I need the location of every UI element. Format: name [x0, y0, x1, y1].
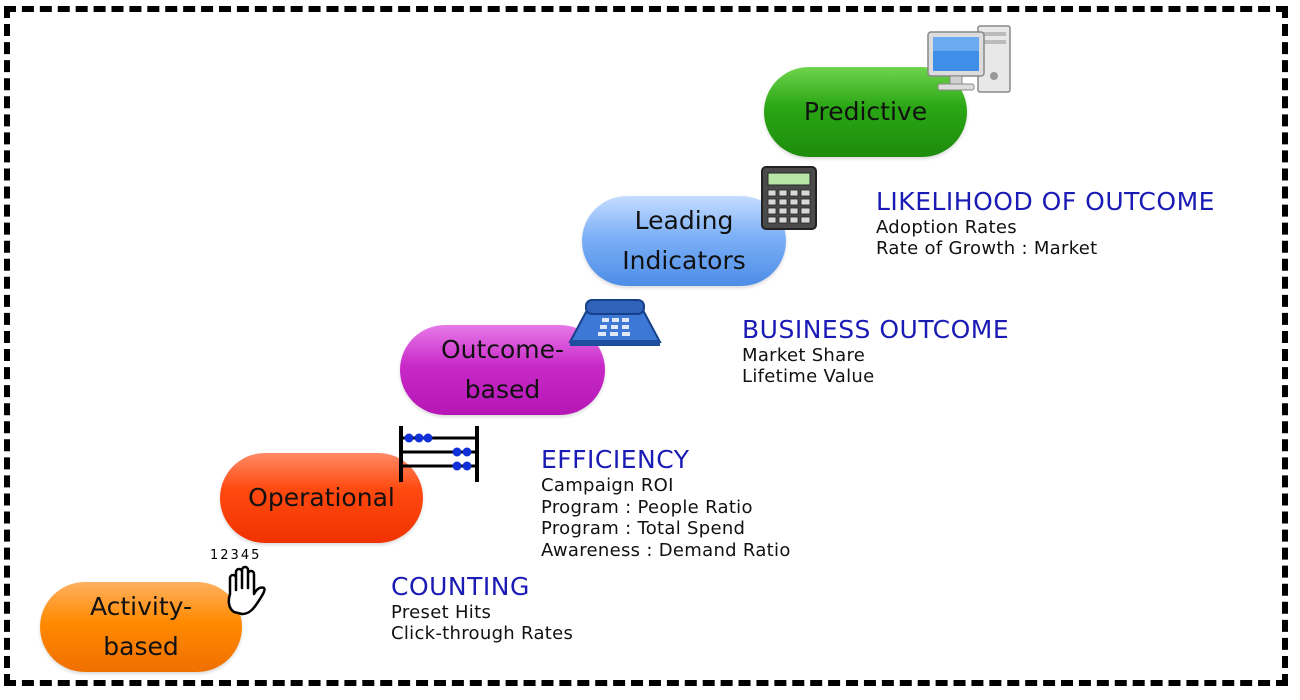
stage-label-line: based	[103, 632, 179, 661]
category-item: Adoption Rates	[876, 217, 1017, 238]
category-title: LIKELIHOOD OF OUTCOME	[876, 187, 1215, 216]
stage-activity-based: Activity- based	[40, 582, 242, 672]
stage-label-line: Leading	[634, 206, 734, 235]
category-business-outcome: BUSINESS OUTCOME Market Share Lifetime V…	[742, 315, 1009, 387]
stage-label-line: Indicators	[622, 246, 746, 275]
stage-label-line: Operational	[248, 483, 395, 512]
category-item: Program : People Ratio	[541, 496, 753, 518]
stage-operational: Operational	[220, 453, 423, 543]
dashed-frame	[4, 6, 1288, 686]
stage-leading-indicators: Leading Indicators	[582, 196, 786, 286]
category-title: EFFICIENCY	[541, 445, 690, 474]
calculator-icon	[761, 166, 817, 230]
stage-label-line: Outcome-	[440, 335, 565, 364]
category-item: Market Share	[742, 345, 866, 366]
hand-glyph	[227, 565, 266, 616]
category-item: Campaign ROI	[541, 475, 674, 496]
computer-icon	[927, 25, 1011, 93]
abacus-icon	[399, 426, 479, 482]
stage-label-line: Predictive	[803, 97, 928, 126]
category-item: Awareness : Demand Ratio	[541, 539, 791, 561]
category-item: Rate of Growth : Market	[876, 238, 1098, 259]
telephone-icon	[568, 299, 662, 346]
hand-digits-label: 12345	[210, 548, 262, 563]
category-counting: COUNTING Preset Hits Click-through Rates	[391, 572, 573, 644]
category-item: Preset Hits	[391, 602, 492, 623]
category-item: Click-through Rates	[391, 623, 574, 644]
category-efficiency: EFFICIENCY Campaign ROI Program : People…	[541, 445, 791, 561]
stage-label-line: based	[464, 375, 541, 404]
category-title: COUNTING	[391, 572, 530, 601]
stage-predictive: Predictive	[764, 67, 967, 157]
category-title: BUSINESS OUTCOME	[742, 315, 1010, 344]
category-likelihood-of-outcome: LIKELIHOOD OF OUTCOME Adoption Rates Rat…	[876, 187, 1215, 259]
stage-label-line: Activity-	[89, 592, 193, 621]
category-item: Program : Total Spend	[541, 518, 746, 539]
category-item: Lifetime Value	[742, 366, 875, 387]
counting-hand-icon: 12345	[210, 548, 280, 618]
